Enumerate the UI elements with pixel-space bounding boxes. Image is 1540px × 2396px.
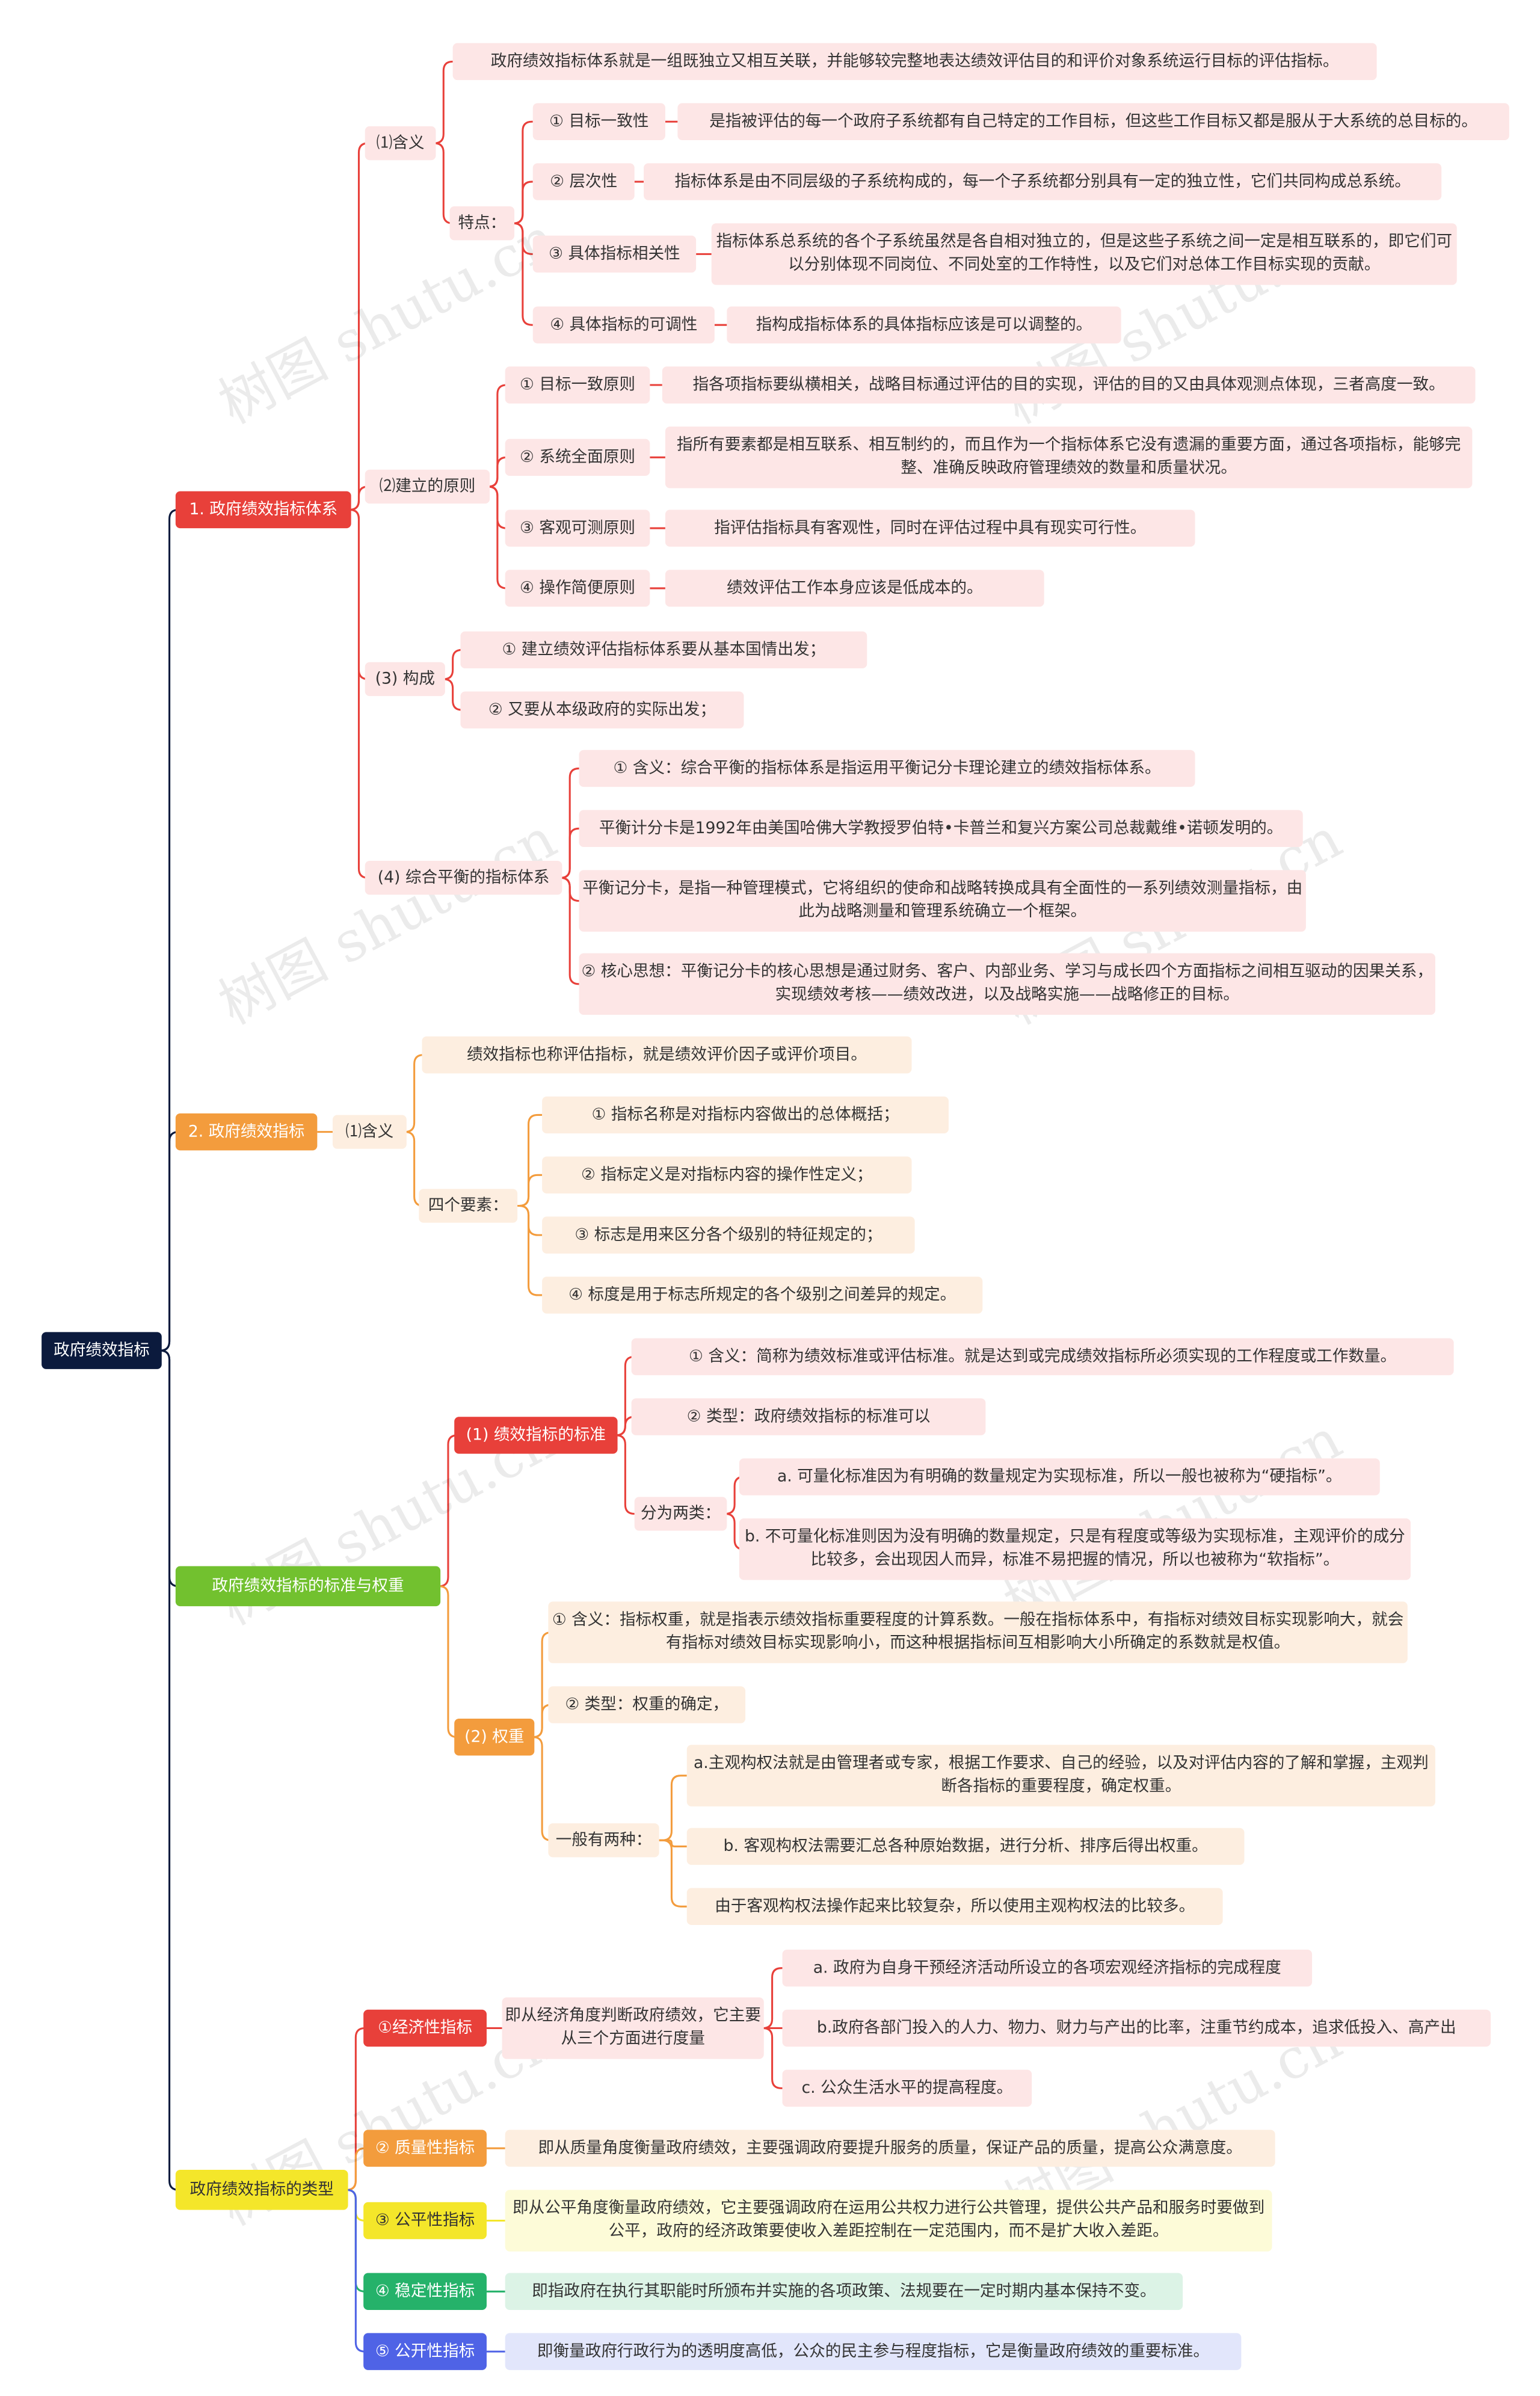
branch-node-indicator-types[interactable]: 政府绩效指标的类型 (175, 2170, 348, 2210)
scorecard-meaning[interactable]: ① 含义：综合平衡的指标体系是指运用平衡记分卡理论建立的绩效指标体系。 (579, 750, 1195, 787)
element-1[interactable]: ① 指标名称是对指标内容做出的总体概括； (542, 1096, 949, 1134)
connector-line (532, 1736, 552, 1841)
subjective-weighting[interactable]: a.主观构权法就是由管理者或专家，根据工作要求、自己的经验，以及对评估内容的了解… (686, 1745, 1435, 1806)
fairness-indicator-detail[interactable]: 即从公平角度衡量政府绩效，它主要强调政府在运用公共权力进行公共管理，提供公共产品… (505, 2190, 1272, 2252)
principle-4[interactable]: ④ 操作简便原则 (505, 570, 650, 607)
feature-3-detail[interactable]: 指标体系总系统的各个子系统虽然是各自相对独立的，但是这些子系统之间一定是相互联系… (711, 223, 1457, 285)
node-features[interactable]: 特点： (449, 206, 515, 241)
connector-line (560, 876, 579, 985)
standards-meaning[interactable]: ① 含义：简称为绩效标准或评估标准。就是达到或完成绩效指标所必须实现的工作程度或… (631, 1338, 1454, 1376)
connector-line (513, 222, 533, 326)
connector-line (160, 1349, 179, 2191)
element-3[interactable]: ③ 标志是用来区分各个级别的特征规定的； (542, 1216, 915, 1254)
weights-two-kinds[interactable]: 一般有两种： (548, 1823, 659, 1858)
connector-line (434, 60, 453, 144)
connector-line (350, 508, 368, 879)
principle-1[interactable]: ① 目标一致原则 (505, 366, 650, 404)
element-2[interactable]: ② 指标定义是对指标内容的操作性定义； (542, 1156, 912, 1193)
node-definition-2[interactable]: 绩效指标也称评估指标，就是绩效评价因子或评价项目。 (422, 1036, 912, 1074)
fairness-indicator[interactable]: ③ 公平性指标 (363, 2202, 487, 2240)
composition-2[interactable]: ② 又要从本级政府的实际出发； (460, 691, 744, 728)
node-definition[interactable]: 政府绩效指标体系就是一组既独立又相互关联，并能够较完整地表达绩效评估目的和评价对… (452, 43, 1377, 81)
composition-1[interactable]: ① 建立绩效评估指标体系要从基本国情出发； (460, 631, 867, 669)
feature-2-detail[interactable]: 指标体系是由不同层级的子系统构成的，每一个子系统都分别具有一定的独立性，它们共同… (644, 163, 1442, 200)
feature-1[interactable]: ① 目标一致性 (532, 103, 665, 140)
connector-line (439, 1585, 458, 1738)
weights-types[interactable]: ② 类型：权重的确定， (548, 1686, 746, 1723)
connector-line (346, 2147, 365, 2191)
openness-indicator-detail[interactable]: 即衡量政府行政行为的透明度高低，公众的民主参与程度指标，它是衡量政府绩效的重要标… (505, 2333, 1242, 2370)
feature-4[interactable]: ④ 具体指标的可调性 (532, 306, 715, 343)
node-principles[interactable]: ⑵建立的原则 (365, 469, 490, 504)
hard-indicator[interactable]: a. 可量化标准因为有明确的数量规定为实现标准，所以一般也被称为“硬指标”。 (739, 1458, 1380, 1495)
element-4[interactable]: ④ 标度是用于标志所规定的各个级别之间差异的规定。 (542, 1277, 983, 1314)
node-indicator-standards[interactable]: (1) 绩效指标的标准 (454, 1417, 618, 1454)
principle-1-detail[interactable]: 指各项指标要纵横相关，战略目标通过评估的目的实现，评估的目的又由具体观测点体现，… (662, 366, 1476, 404)
node-four-elements[interactable]: 四个要素： (419, 1189, 518, 1223)
standards-two-kinds[interactable]: 分为两类： (634, 1497, 727, 1531)
connector-line (443, 648, 463, 680)
scorecard-origin[interactable]: 平衡计分卡是1992年由美国哈佛大学教授罗伯特•卡普兰和复兴方案公司总裁戴维•诺… (579, 810, 1303, 847)
feature-3[interactable]: ③ 具体指标相关性 (532, 235, 697, 273)
feature-2[interactable]: ② 层次性 (532, 163, 635, 200)
connector-line (560, 827, 579, 879)
connector-line (160, 1131, 179, 1352)
stability-indicator[interactable]: ④ 稳定性指标 (363, 2273, 487, 2310)
connector-line (346, 2188, 365, 2353)
branch-node-standards-weights[interactable]: 政府绩效指标的标准与权重 (175, 1566, 441, 1607)
economic-measure-c[interactable]: c. 公众生活水平的提高程度。 (782, 2069, 1032, 2107)
connector-line (434, 142, 453, 224)
node-weights[interactable]: (2) 权重 (454, 1718, 535, 1756)
connector-line (763, 1967, 783, 2030)
node-meaning[interactable]: ⑴含义 (365, 126, 436, 161)
principle-3-detail[interactable]: 指评估指标具有客观性，同时在评估过程中具有现实可行性。 (665, 510, 1195, 547)
node-balanced-scorecard[interactable]: (4) 综合平衡的指标体系 (365, 861, 562, 895)
connector-line (405, 1054, 424, 1133)
connector-line (488, 485, 507, 590)
connector-line (513, 180, 533, 224)
connector-line (659, 1775, 687, 1841)
scorecard-definition[interactable]: 平衡记分卡，是指一种管理模式，它将组织的使命和战略转换成具有全面性的一系列绩效测… (579, 870, 1306, 932)
economic-indicator-detail[interactable]: 即从经济角度判断政府绩效，它主要从三个方面进行度量 (502, 1997, 764, 2059)
connector-line (488, 456, 507, 488)
principle-2[interactable]: ② 系统全面原则 (505, 439, 650, 476)
objective-weighting[interactable]: b. 客观构权法需要汇总各种原始数据，进行分析、排序后得出权重。 (686, 1828, 1245, 1865)
stability-indicator-detail[interactable]: 即指政府在执行其职能时所颁布并实施的各项政策、法规要在一定时期内基本保持不变。 (505, 2273, 1183, 2310)
connector-line (763, 2027, 783, 2089)
principle-2-detail[interactable]: 指所有要素都是相互联系、相互制约的，而且作为一个指标体系它没有遗漏的重要方面，通… (665, 427, 1473, 488)
connector-line (350, 485, 368, 511)
connector-line (443, 678, 463, 711)
branch-node-indicators[interactable]: 2. 政府绩效指标 (175, 1113, 318, 1151)
connector-line (615, 1434, 635, 1515)
node-composition[interactable]: (3) 构成 (365, 662, 445, 697)
feature-4-detail[interactable]: 指构成指标体系的具体指标应该是可以调整的。 (727, 306, 1121, 343)
branch-node-indicator-system[interactable]: 1. 政府绩效指标体系 (175, 491, 351, 529)
scorecard-core-idea[interactable]: ② 核心思想：平衡记分卡的核心思想是通过财务、客户、内部业务、学习与成长四个方面… (579, 953, 1435, 1015)
economic-measure-b[interactable]: b.政府各部门投入的人力、物力、财力与产出的比率，注重节约成本，追求低投入、高产… (782, 2009, 1491, 2047)
principle-4-detail[interactable]: 绩效评估工作本身应该是低成本的。 (665, 570, 1044, 607)
economic-measure-a[interactable]: a. 政府为自身干预经济活动所设立的各项宏观经济指标的完成程度 (782, 1949, 1313, 1987)
connector-line (532, 1704, 552, 1738)
connector-line (517, 1204, 543, 1236)
connector-line (517, 1174, 543, 1207)
weighting-note[interactable]: 由于客观构权法操作起来比较复杂，所以使用主观构权法的比较多。 (686, 1888, 1223, 1925)
feature-1-detail[interactable]: 是指被评估的每一个政府子系统都有自己特定的工作目标，但这些工作目标又都是服从于大… (677, 103, 1509, 140)
weights-meaning[interactable]: ① 含义：指标权重，就是指表示绩效指标重要程度的计算系数。一般在指标体系中，有指… (548, 1601, 1408, 1663)
economic-indicator[interactable]: ①经济性指标 (363, 2009, 487, 2047)
soft-indicator[interactable]: b. 不可量化标准则因为没有明确的数量规定，只是有程度或等级为实现标准，主观评价… (739, 1518, 1411, 1580)
quality-indicator[interactable]: ② 质量性指标 (363, 2130, 487, 2167)
quality-indicator-detail[interactable]: 即从质量角度衡量政府绩效，主要强调政府要提升服务的质量，保证产品的质量，提高公众… (505, 2130, 1275, 2167)
connector-line (439, 1434, 458, 1588)
principle-3[interactable]: ③ 客观可测原则 (505, 510, 650, 547)
root-node[interactable]: 政府绩效指标 (42, 1332, 162, 1369)
connector-line (659, 1839, 687, 1908)
connector-line (659, 1839, 687, 1847)
connector-line (517, 1204, 543, 1296)
connector-line (517, 1113, 543, 1207)
openness-indicator[interactable]: ⑤ 公开性指标 (363, 2333, 487, 2370)
standards-types[interactable]: ② 类型：政府绩效指标的标准可以 (631, 1398, 986, 1435)
node-meaning-2[interactable]: ⑴含义 (332, 1115, 407, 1149)
